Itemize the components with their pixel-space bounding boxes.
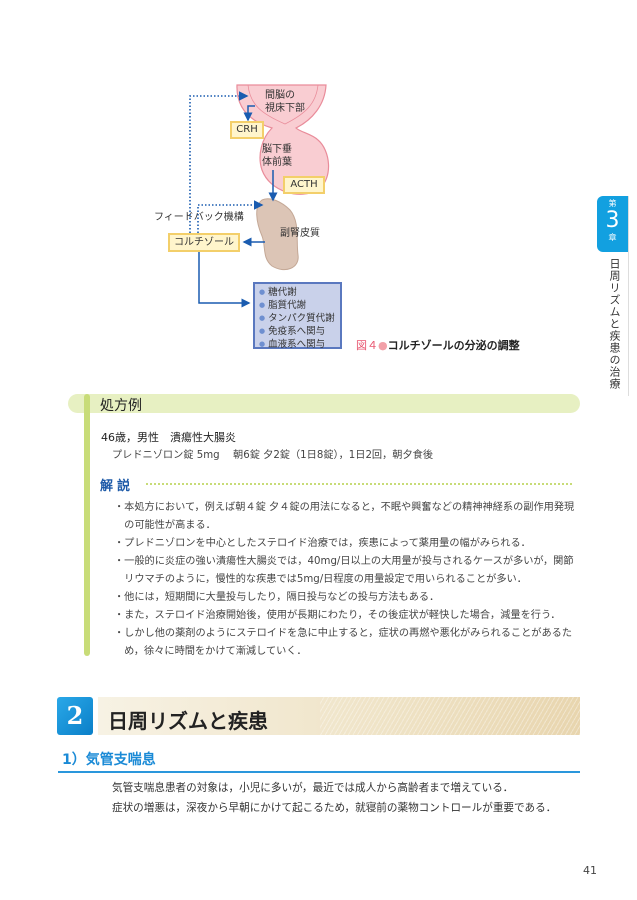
page-number: 41 <box>583 864 597 877</box>
commentary-line: ・本処方において，例えば朝４錠 夕４錠の用法になると，不眠や興奮などの精神神経系… <box>114 502 575 513</box>
effects-box: 糖代謝 脂質代謝 タンパク質代謝 免疫系へ関与 血液系へ関与 <box>253 282 342 351</box>
adrenal-shape <box>256 198 299 270</box>
effect-item: 糖代謝 <box>259 286 336 299</box>
commentary-line: ・また，ステロイド治療開始後，使用が長期にわたり，その後症状が軽快した場合，減量… <box>114 610 561 621</box>
commentary-line: ・しかし他の薬剤のようにステロイドを急に中止すると，症状の再燃や悪化がみられるこ… <box>114 628 573 639</box>
feedback-line-inner <box>197 200 264 233</box>
acth-box: ACTH <box>283 176 325 194</box>
section-title: 日周リズムと疾患 <box>108 709 268 733</box>
body-paragraph: 症状の増悪は，深夜から早朝にかけて起こるため，就寝前の薬物コントロールが重要であ… <box>112 802 557 814</box>
effect-item: タンパク質代謝 <box>259 312 336 325</box>
prescription-header-band <box>68 394 580 413</box>
effect-item: 免疫系へ関与 <box>259 325 336 338</box>
crh-arrow <box>243 105 255 122</box>
dotted-divider <box>146 483 572 485</box>
effect-item: 血液系へ関与 <box>259 338 336 351</box>
commentary-line: ・一般的に炎症の強い潰瘍性大腸炎では，40mg/日以上の大用量が投与されるケース… <box>114 556 574 567</box>
pituitary-label: 脳下垂体前葉 <box>262 144 292 168</box>
figure-caption: 図４●コルチゾールの分泌の調整 <box>356 339 520 352</box>
chapter-title-vertical: 日周リズムと疾患の治療 <box>608 258 621 390</box>
subsection-title: 1）気管支喘息 <box>62 752 156 768</box>
effects-arrow <box>198 252 251 308</box>
crh-box: CRH <box>230 121 264 139</box>
commentary-title: 解説 <box>100 479 135 494</box>
prescription-title: 処方例 <box>100 398 142 414</box>
commentary-line: め，徐々に時間をかけて漸減していく． <box>114 646 307 657</box>
adrenal-label: 副腎皮質 <box>280 228 320 239</box>
divider <box>628 196 629 396</box>
patient-info: 46歳，男性 潰瘍性大腸炎 <box>101 431 236 444</box>
section-number: 2 <box>57 697 93 735</box>
cortisol-regulation-diagram <box>189 84 330 308</box>
commentary-line: の可能性が高まる． <box>114 520 216 531</box>
subsection-rule <box>58 771 580 773</box>
commentary-line: ・プレドニゾロンを中心としたステロイド治療では，疾患によって薬用量の幅がみられる… <box>114 538 531 549</box>
feedback-label: フィードバック機構 <box>154 212 244 223</box>
prescription-side-bar <box>84 394 90 656</box>
commentary-line: ・他には，短期間に大量投与したり，隔日投与などの投与方法もある． <box>114 592 440 603</box>
feedback-line-outer <box>189 91 249 233</box>
body-paragraph: 気管支喘息患者の対象は，小児に多いが，最近では成人から高齢者まで増えている． <box>112 782 514 794</box>
commentary-line: リウマチのように，慢性的な疾患では5mg/日程度の用量設定で用いられることが多い… <box>114 574 527 585</box>
section-header-band <box>98 697 580 735</box>
cortisol-box: コルチゾール <box>168 233 240 252</box>
hypothalamus-label: 間脳の視床下部 <box>265 90 305 114</box>
drug-info: プレドニゾロン錠 5mg 朝6錠 夕2錠（1日8錠），1日2回，朝夕食後 <box>112 450 434 461</box>
effect-item: 脂質代謝 <box>259 299 336 312</box>
